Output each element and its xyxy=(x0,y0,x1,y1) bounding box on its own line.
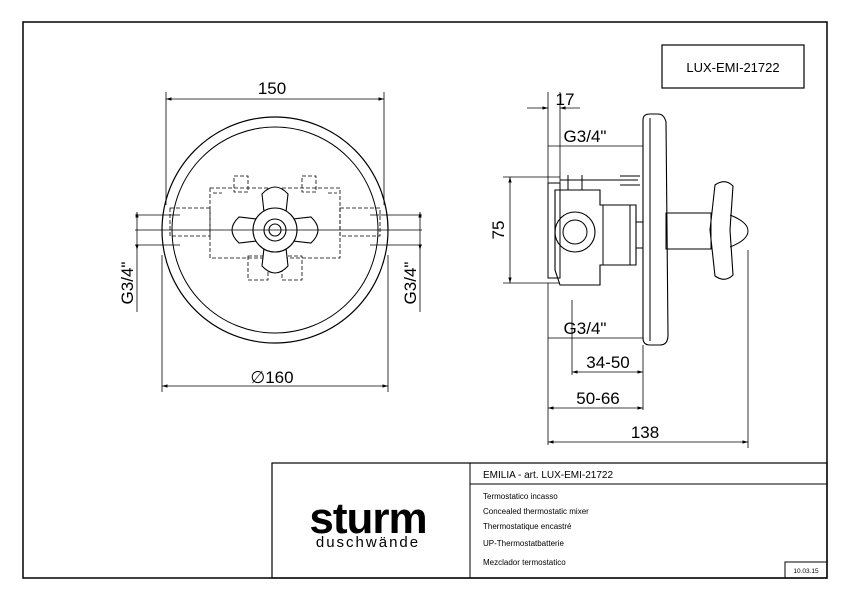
product-line-title: EMILIA - art. LUX-EMI-21722 xyxy=(483,470,613,481)
valve-body-profile xyxy=(554,189,637,286)
side-view-dimensions xyxy=(503,92,749,448)
valve-back-flange xyxy=(547,182,561,279)
brand-subtitle: duschwände xyxy=(316,534,420,551)
dim-height-75: 75 xyxy=(489,221,508,240)
handle-knob-side xyxy=(729,214,749,248)
description-es: Mezclador termostatico xyxy=(483,558,566,567)
description-fr: Thermostatique encastré xyxy=(483,522,572,531)
description-en: Concealed thermostatic mixer xyxy=(483,507,589,516)
revision-date: 10.03.15 xyxy=(793,568,819,575)
dim-depth-34-50: 34-50 xyxy=(586,353,629,372)
outlet-port-outer xyxy=(554,211,596,253)
description-de: UP-Thermostatbatterie xyxy=(483,539,564,548)
article-code-box: LUX-EMI-21722 xyxy=(661,44,805,89)
dim-diameter-160: ∅160 xyxy=(250,368,293,387)
title-block xyxy=(271,462,828,579)
outlet-port-inner xyxy=(562,219,588,245)
brand-logo: sturm xyxy=(309,494,426,543)
front-view-dimensions xyxy=(135,92,422,392)
dim-depth-17: 17 xyxy=(556,90,575,109)
description-it: Termostatico incasso xyxy=(483,492,558,501)
dim-overall-138: 138 xyxy=(631,423,659,442)
dim-width-150: 150 xyxy=(258,79,286,98)
article-code-label: LUX-EMI-21722 xyxy=(686,60,779,75)
dim-connection-top: G3/4" xyxy=(564,127,607,146)
dim-connection-left: G3/4" xyxy=(118,262,137,305)
handle-stem xyxy=(665,212,712,250)
dim-connection-right: G3/4" xyxy=(401,262,420,305)
dim-connection-bottom: G3/4" xyxy=(564,319,607,338)
handle-cross-side xyxy=(709,181,734,280)
rose-plate-side xyxy=(642,113,669,346)
dim-depth-50-66: 50-66 xyxy=(576,389,619,408)
side-view xyxy=(547,113,749,346)
front-view xyxy=(135,116,422,344)
